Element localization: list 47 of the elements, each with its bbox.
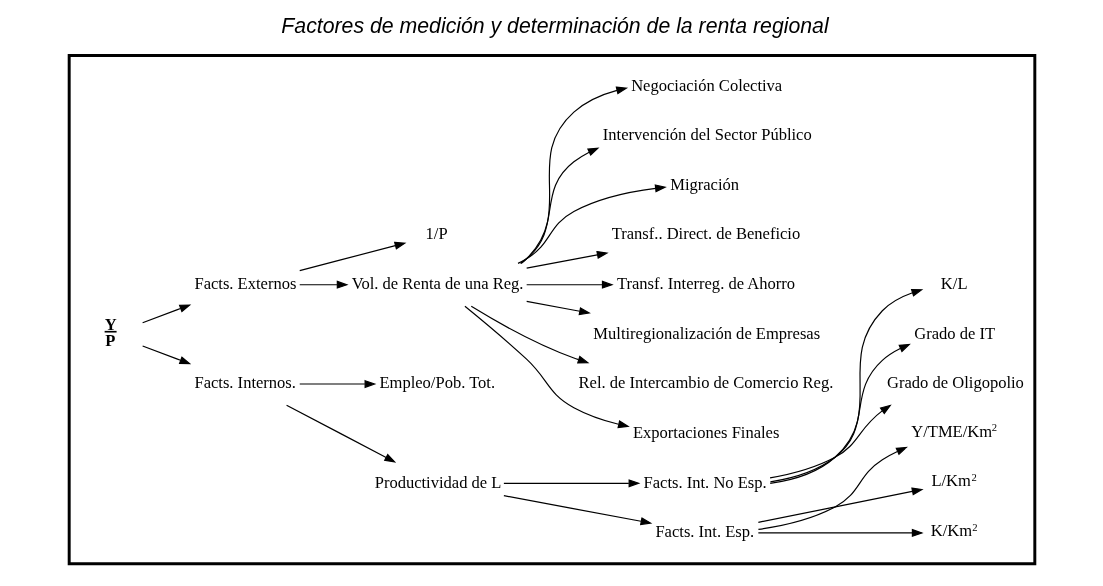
node-text: K/Km$^{2}$ bbox=[930, 521, 977, 541]
arrow bbox=[769, 343, 911, 483]
node-text: Facts. Externos bbox=[193, 274, 296, 294]
node-text: Vol. de Renta de una Reg. bbox=[351, 274, 524, 294]
node-text: Rel. de Intercambio de Comercio Reg. bbox=[578, 373, 833, 393]
arrow bbox=[519, 147, 599, 264]
arrow bbox=[285, 404, 396, 463]
arrow bbox=[298, 379, 376, 389]
node-text: Facts. Int. Esp. bbox=[654, 522, 754, 542]
node-text: Negociación Colectiva bbox=[630, 75, 782, 95]
node-text: Transf. Interreg. de Ahorro bbox=[616, 274, 795, 294]
arrow bbox=[298, 241, 406, 272]
node-text: Intervención del Sector Público bbox=[602, 125, 812, 145]
node-text: Grado de IT bbox=[913, 323, 995, 343]
arrow bbox=[520, 86, 628, 265]
arrow bbox=[298, 280, 349, 289]
arrow bbox=[141, 345, 191, 365]
node-text: Facts. Internos. bbox=[193, 373, 296, 393]
node-text: 1/P bbox=[425, 224, 448, 244]
node-text: Multiregionalización de Empresas bbox=[592, 323, 820, 343]
node-text: Empleo/Pob. Tot. bbox=[378, 373, 495, 393]
node-text: Migración bbox=[669, 174, 739, 194]
arrow bbox=[502, 495, 652, 526]
node-text: Exportaciones Finales bbox=[632, 423, 779, 443]
node-text: Y P bbox=[104, 314, 117, 351]
node-text: L/Km$^{2}$ bbox=[930, 471, 977, 491]
node-text: Y/TME/Km$^{2}$ bbox=[910, 421, 997, 441]
arrow bbox=[757, 528, 924, 538]
arrow bbox=[525, 250, 609, 269]
arrow bbox=[470, 305, 589, 364]
arrow bbox=[463, 305, 630, 429]
arrow bbox=[516, 184, 667, 264]
arrow bbox=[525, 280, 614, 289]
arrow bbox=[141, 304, 191, 324]
arrow bbox=[525, 300, 591, 316]
node-text: Facts. Int. No Esp. bbox=[643, 472, 767, 492]
cluster bbox=[67, 53, 1036, 566]
arrow bbox=[757, 446, 908, 530]
node-text: Productividad de L bbox=[374, 472, 501, 492]
diagram-title: Factores de medición y determinación de la renta regional bbox=[280, 14, 829, 39]
arrow bbox=[769, 288, 923, 484]
node-text: Grado de Oligopolio bbox=[886, 373, 1024, 393]
node-text: Transf.. Direct. de Beneficio bbox=[611, 224, 800, 244]
arrow bbox=[757, 487, 924, 523]
arrow bbox=[769, 404, 892, 479]
node-text: K/L bbox=[940, 274, 967, 294]
arrow bbox=[502, 479, 640, 488]
